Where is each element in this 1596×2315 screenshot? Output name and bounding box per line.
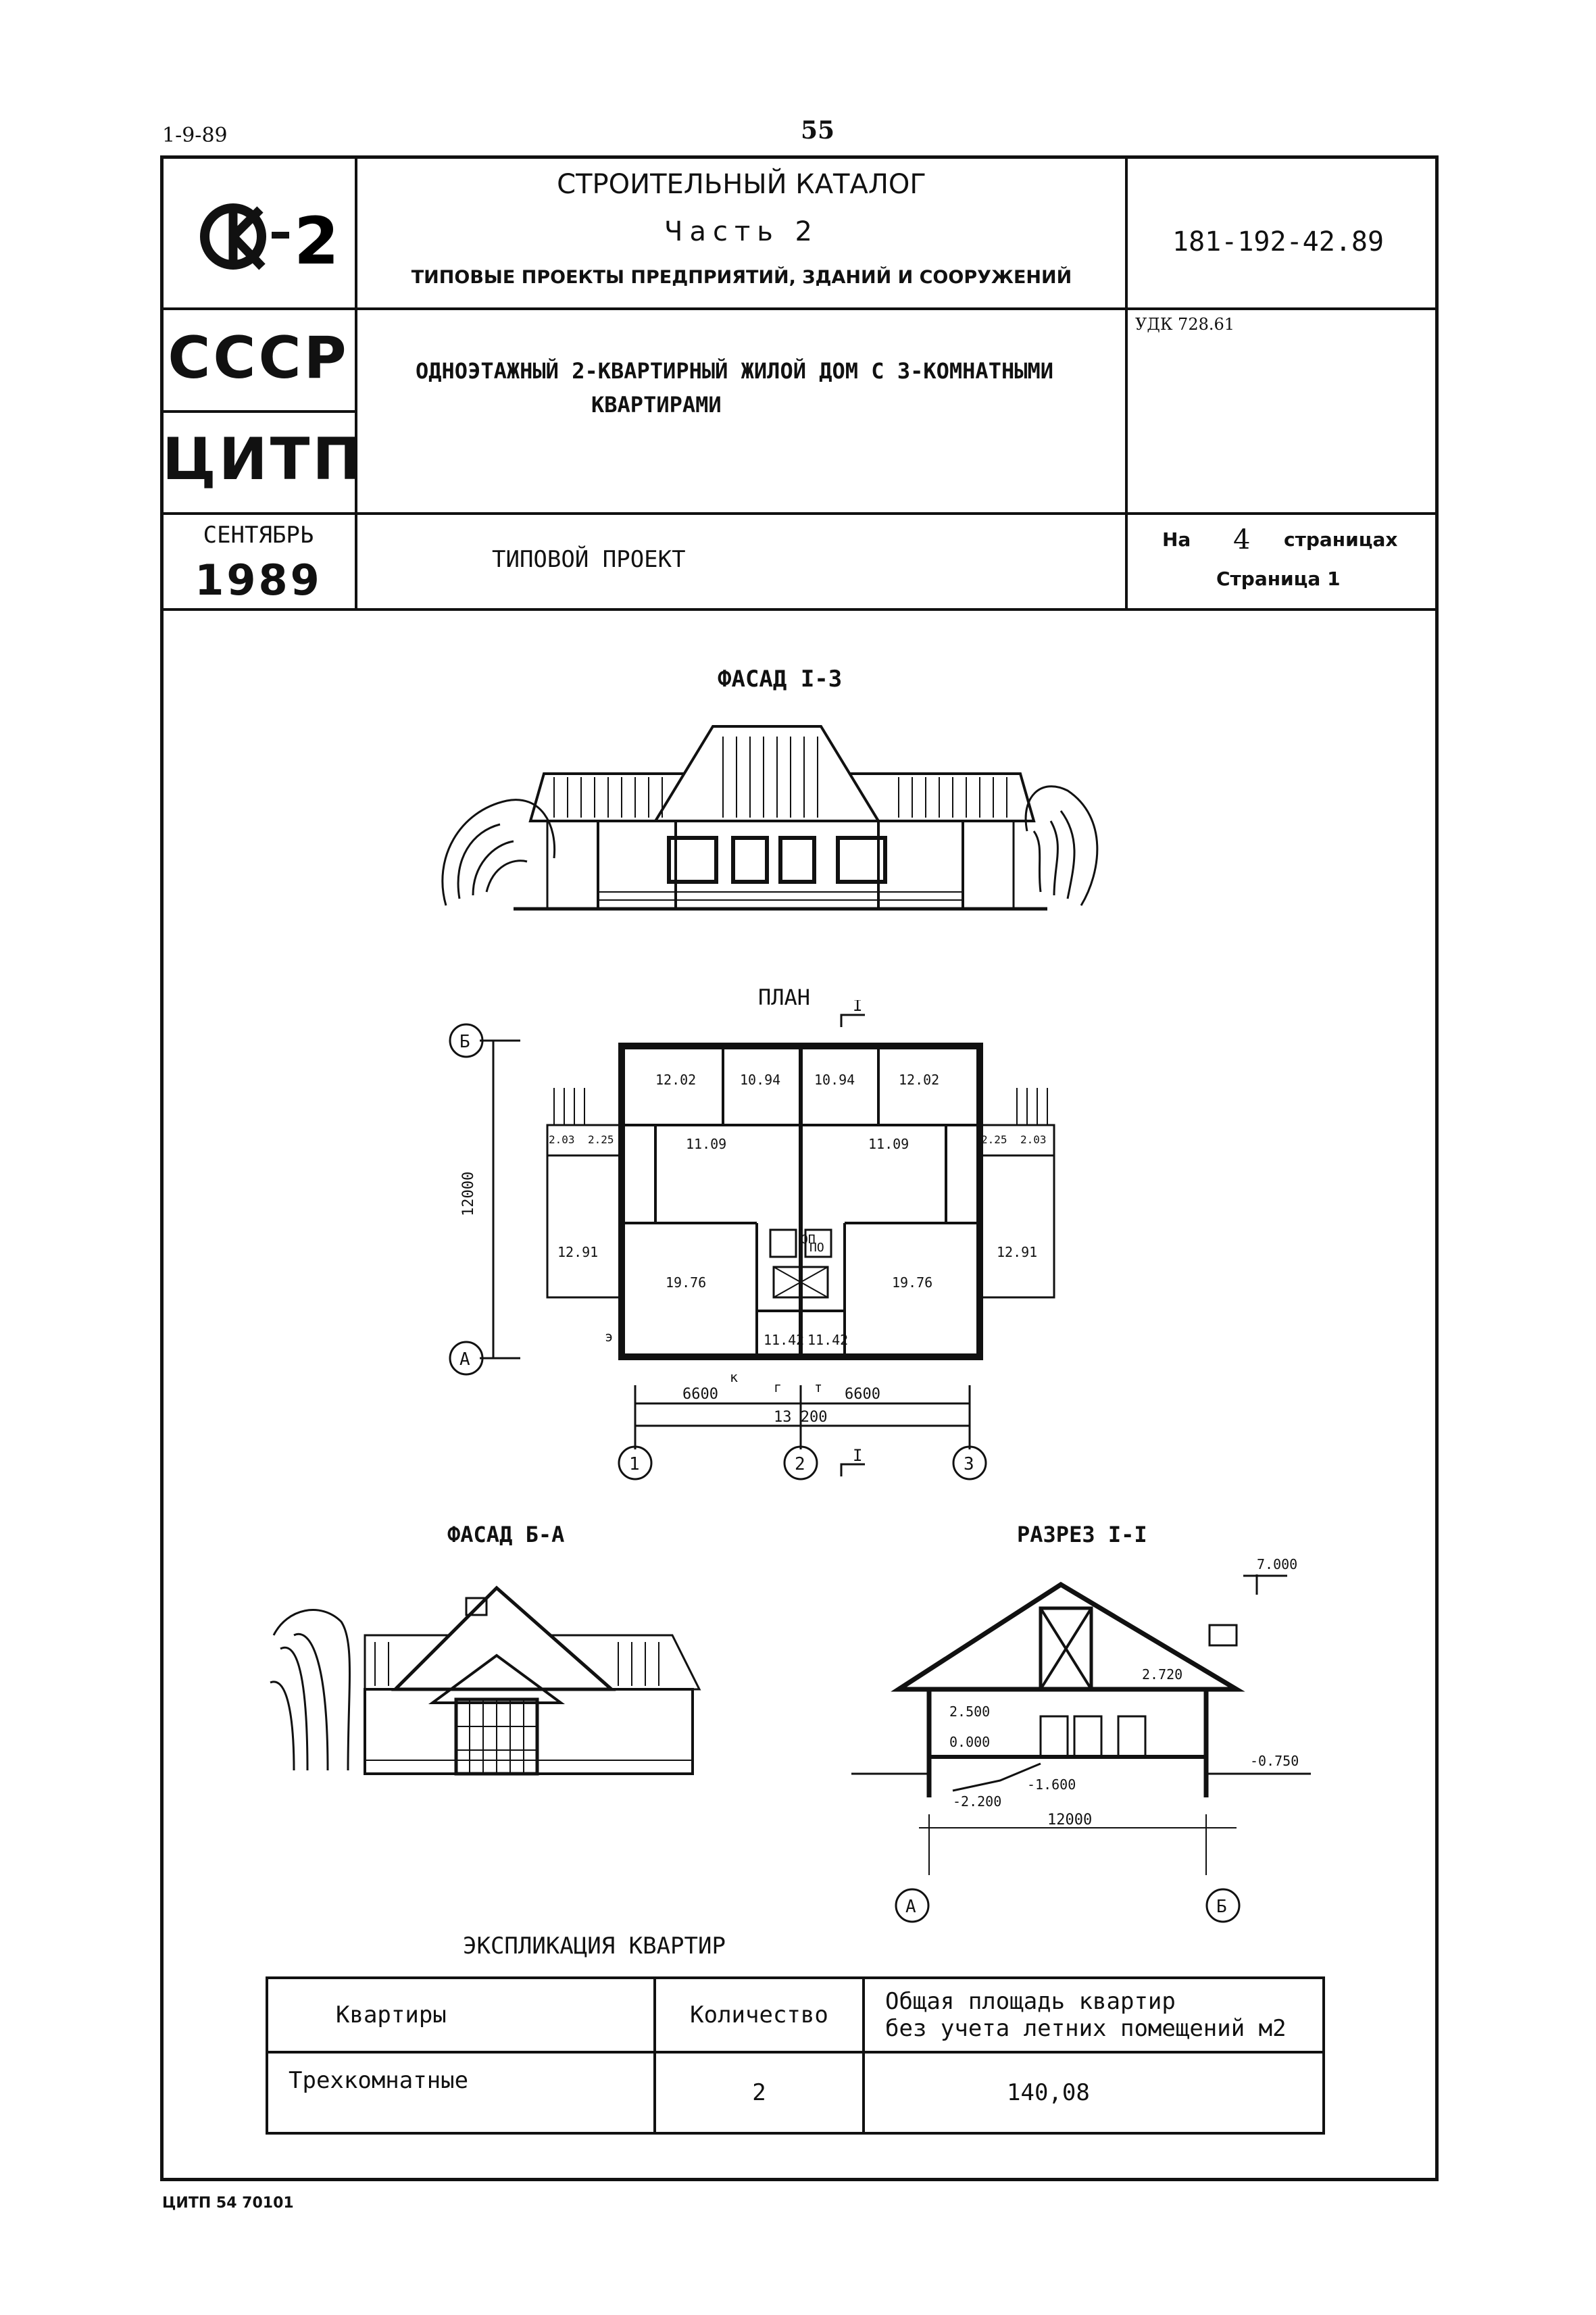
title-divider-2 [160,512,1439,515]
room-area-2: 10.94 [740,1072,780,1088]
section-title: РАЗРЕЗ I-I [1017,1522,1147,1547]
room-area-3: 10.94 [814,1072,855,1088]
catalog-part: Часть 2 [664,216,819,247]
level-2720: 2.720 [1142,1666,1182,1683]
issue-year: 1989 [195,555,322,605]
title-col-1 [355,155,357,608]
catalog-subtitle: ТИПОВЫЕ ПРОЕКТЫ ПРЕДПРИЯТИЙ, ЗДАНИЙ И СО… [411,267,1072,288]
explication-table: Квартиры Количество Общая площадь кварти… [266,1976,1325,2135]
svg-text:2: 2 [294,203,338,279]
issue-month: СЕНТЯБРЬ [203,522,314,549]
room-area-13: 19.76 [892,1274,932,1291]
cell-count: 2 [653,2051,865,2135]
plan-svg: 12.02 10.94 10.94 12.02 11.09 11.09 2.03… [449,996,1055,1480]
room-area-7: 2.03 [549,1133,575,1146]
axis-2-label: 2 [795,1454,805,1474]
axis-3-label: 3 [964,1454,974,1474]
axis-b-label: Б [459,1032,470,1052]
title-divider-left [160,410,356,413]
country-label: СССР [168,324,349,392]
facade-2-svg [270,1585,701,1776]
title-divider-1 [160,307,1439,310]
header-area: Общая площадь квартир без учета летних п… [862,1976,1325,2053]
header-count: Количество [653,1976,865,2053]
pages-count: 4 [1233,524,1251,555]
section-dim-12000: 12000 [1047,1812,1092,1828]
catalog-title: СТРОИТЕЛЬНЫЙ КАТАЛОГ [557,169,926,200]
room-area-5: 11.09 [686,1136,726,1152]
dim-12000: 12000 [460,1172,477,1216]
section-mark-top: I [853,1000,862,1015]
doc-code: 181-192-42.89 [1172,226,1385,257]
mark-po: ПО [809,1241,824,1255]
level-2500: 2.500 [949,1703,990,1720]
room-area-14: 12.91 [997,1244,1037,1260]
project-type: ТИПОВОЙ ПРОЕКТ [492,546,686,573]
udk-code: УДК 728.61 [1135,315,1235,334]
level-7000: 7.000 [1257,1556,1297,1572]
page-label: Страница 1 [1216,568,1341,590]
title-col-2 [1125,155,1128,608]
level-minus-1600: -1.600 [1027,1776,1076,1793]
pages-prefix: На [1162,528,1191,551]
room-area-12: 19.76 [666,1274,706,1291]
mark-op: ОП [801,1233,816,1247]
cell-type: Трехкомнатные [266,2051,656,2135]
footer-code: ЦИТП 54 70101 [162,2195,294,2212]
facade-1-svg [441,725,1099,911]
plan-title: ПЛАН [758,985,811,1010]
page-number: 55 [801,116,835,145]
section-mark-bottom: I [853,1446,862,1465]
mark-g: г [774,1379,782,1395]
mark-t: т [814,1379,822,1395]
facade-1-drawing [432,723,1128,932]
axis-a-label: А [459,1349,470,1370]
level-minus-2200: -2.200 [953,1793,1001,1810]
room-area-10: 2.03 [1020,1133,1047,1146]
dim-6600-right: 6600 [845,1386,880,1403]
page-frame [160,155,1439,2181]
header-area-line2: без учета летних помещений м2 [885,2015,1287,2042]
header-apartments: Квартиры [266,1976,656,2053]
header-area-line1: Общая площадь квартир [885,1988,1176,2015]
section-axis-a: А [905,1897,916,1917]
sk2-logo: 2 [196,193,339,280]
mark-k: к [730,1369,738,1385]
table-header-row: Квартиры Количество Общая площадь кварти… [266,1976,1325,2053]
mark-e: э [605,1328,613,1345]
facade-2-title: ФАСАД Б-А [447,1522,565,1547]
room-area-8: 2.25 [588,1133,614,1146]
project-title-line1: ОДНОЭТАЖНЫЙ 2-КВАРТИРНЫЙ ЖИЛОЙ ДОМ С 3-К… [416,358,1054,384]
room-area-16: 11.42 [807,1332,848,1348]
org-label: ЦИТП [162,426,364,493]
section-axis-b: Б [1216,1897,1227,1917]
section-drawing: 7.000 2.720 2.500 0.000 -0.750 -1.600 -2… [838,1554,1324,1933]
dim-13200: 13 200 [774,1409,827,1426]
room-area-9: 2.25 [981,1133,1007,1146]
plan-drawing: 12.02 10.94 10.94 12.02 11.09 11.09 2.03… [432,996,1128,1487]
room-area-1: 12.02 [655,1072,696,1088]
level-0000: 0.000 [949,1734,990,1750]
explication-title: ЭКСПЛИКАЦИЯ КВАРТИР [463,1933,726,1960]
room-area-6: 11.09 [868,1136,909,1152]
title-divider-3 [160,608,1439,611]
document-code: 1-9-89 [162,124,228,147]
level-minus-0750: -0.750 [1250,1753,1299,1769]
facade-1-title: ФАСАД I-3 [718,666,843,693]
facade-2-drawing [267,1581,726,1784]
project-title-line2: КВАРТИРАМИ [591,392,722,418]
axis-1-label: 1 [629,1454,640,1474]
room-area-4: 12.02 [899,1072,939,1088]
section-svg: 7.000 2.720 2.500 0.000 -0.750 -1.600 -2… [851,1556,1311,1923]
room-area-11: 12.91 [557,1244,598,1260]
pages-suffix: страницах [1284,528,1398,551]
table-row: Трехкомнатные 2 140,08 [266,2051,1325,2135]
room-area-15: 11.42 [764,1332,804,1348]
cell-area: 140,08 [862,2051,1325,2135]
dim-6600-left: 6600 [682,1386,718,1403]
